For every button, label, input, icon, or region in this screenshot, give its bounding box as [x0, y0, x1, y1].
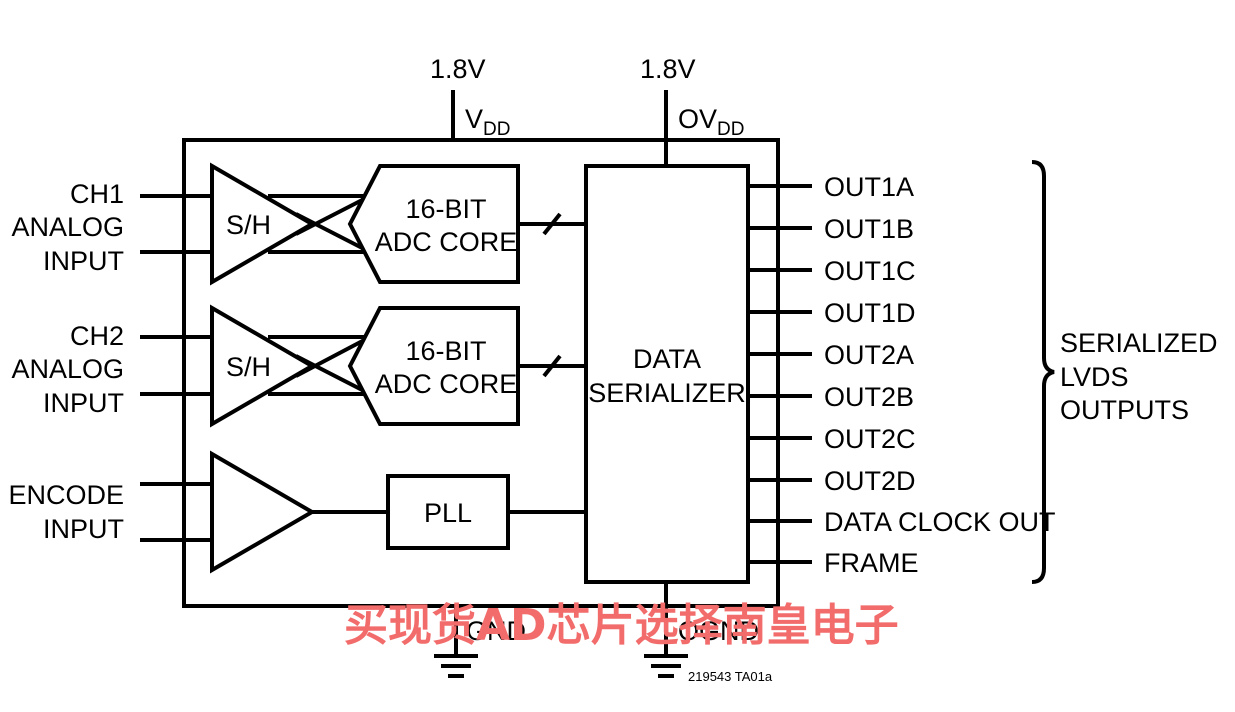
output-out2b: OUT2B	[824, 382, 914, 412]
ch1-adc-label-line2: ADC CORE	[375, 227, 518, 257]
pll-label: PLL	[424, 498, 472, 528]
output-out1b: OUT1B	[824, 214, 914, 244]
ch2-sh-amplifier	[210, 304, 316, 428]
encode-label-line2: INPUT	[43, 514, 124, 544]
vdd-label: VDD	[465, 104, 510, 140]
data-serializer-block	[584, 164, 750, 584]
vdd-voltage-label: 1.8V	[430, 54, 486, 84]
ch1-adc-core	[347, 164, 520, 284]
chip-outline	[182, 138, 780, 608]
output-out2c: OUT2C	[824, 424, 916, 454]
ch2-adc-core	[347, 306, 520, 426]
ognd-label: OGND	[678, 616, 759, 646]
ch2-adc-label-line2: ADC CORE	[375, 369, 518, 399]
output-pins: OUT1A OUT1B OUT1C OUT1D OUT2A OUT2B OUT2…	[748, 172, 1056, 578]
ch2-label-line3: INPUT	[43, 388, 124, 418]
ch1-sh-label: S/H	[226, 210, 271, 240]
gnd-label: GND	[466, 616, 526, 646]
encode-label-line1: ENCODE	[8, 480, 124, 510]
ch1-label-line1: CH1	[70, 179, 124, 209]
output-out1a: OUT1A	[824, 172, 914, 202]
ch2-label-line2: ANALOG	[11, 354, 124, 384]
gnd-symbol	[434, 654, 478, 678]
watermark-text: 买现货AD芯片选择南皇电子	[344, 600, 899, 651]
ch2-bus-slash	[542, 354, 562, 378]
output-group-label-line2: LVDS	[1060, 362, 1129, 392]
ovdd-label: OVDD	[678, 104, 744, 140]
output-out1d: OUT1D	[824, 298, 916, 328]
pll-block	[386, 474, 510, 550]
ch1-label-line2: ANALOG	[11, 212, 124, 242]
ch1-label-line3: INPUT	[43, 246, 124, 276]
ch1-adc-label-line1: 16-BIT	[405, 194, 486, 224]
output-data-clock-out: DATA CLOCK OUT	[824, 507, 1056, 537]
serializer-label-line2: SERIALIZER	[588, 378, 746, 408]
ch2-adc-label-line1: 16-BIT	[405, 336, 486, 366]
ch2-label-line1: CH2	[70, 321, 124, 351]
output-out2d: OUT2D	[824, 466, 916, 496]
output-group-label-line1: SERIALIZED	[1060, 328, 1218, 358]
output-out2a: OUT2A	[824, 340, 914, 370]
output-out1c: OUT1C	[824, 256, 916, 286]
figure-id: 219543 TA01a	[688, 669, 773, 684]
ch2-sh-label: S/H	[226, 352, 271, 382]
serializer-label-line1: DATA	[633, 344, 701, 374]
ch1-sh-amplifier	[210, 162, 316, 286]
encode-buffer-amplifier	[210, 450, 316, 574]
output-group-label-line3: OUTPUTS	[1060, 395, 1189, 425]
ognd-symbol	[644, 654, 688, 678]
output-frame: FRAME	[824, 548, 919, 578]
output-group-brace	[1031, 160, 1055, 584]
ovdd-voltage-label: 1.8V	[640, 54, 696, 84]
ch1-bus-slash	[542, 212, 562, 236]
